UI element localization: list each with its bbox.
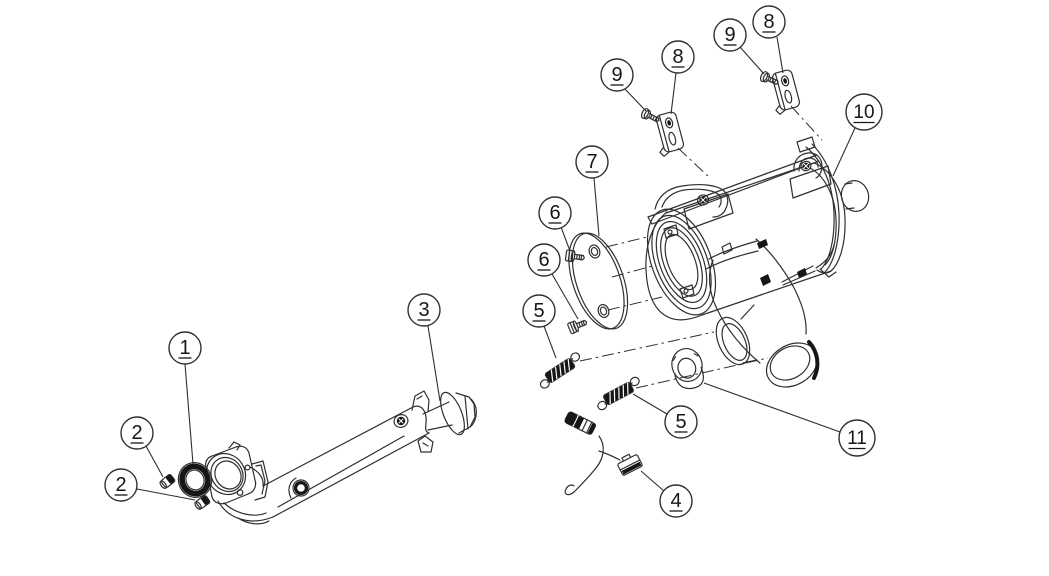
leader-6a	[560, 226, 571, 252]
leader-2a	[145, 445, 164, 478]
svg-text:5: 5	[533, 300, 544, 322]
callout-9b[interactable]: 9	[713, 18, 747, 52]
centerline-clamp-right	[790, 105, 823, 141]
sensor-connector	[617, 453, 643, 476]
plate-screw-lower	[567, 319, 588, 335]
plug-lower	[194, 495, 211, 510]
muffler-body	[645, 162, 870, 321]
inlet-elbow	[705, 238, 835, 388]
leader-9a	[621, 85, 647, 112]
clamp-block-right	[771, 69, 801, 115]
centerline-spring-left	[579, 331, 715, 362]
svg-text:7: 7	[586, 151, 597, 173]
centerline-plate-bottom	[607, 296, 663, 311]
callout-3[interactable]: 3	[407, 293, 441, 327]
side-stub	[715, 316, 751, 366]
clamp-screw-left	[640, 108, 660, 123]
centerline-plate-top	[605, 235, 652, 248]
centerline-spring-right	[635, 357, 769, 389]
oxygen-sensor	[564, 411, 643, 496]
callout-9a[interactable]: 9	[600, 58, 634, 92]
svg-text:8: 8	[763, 11, 774, 33]
pipe-screw	[393, 414, 409, 428]
centerline-plate-mid	[611, 264, 657, 278]
leader-5b	[632, 393, 668, 415]
leader-3	[427, 325, 441, 402]
callout-8a[interactable]: 8	[661, 40, 695, 74]
callout-5b[interactable]: 5	[664, 405, 698, 439]
callout-1[interactable]: 1	[168, 331, 202, 365]
outlet-mouth	[765, 342, 819, 388]
svg-text:11: 11	[847, 428, 867, 449]
leader-5a	[543, 325, 557, 359]
callouts: 1 2 2 3 4 5 5	[104, 5, 883, 518]
leader-11	[703, 382, 841, 433]
leader-10	[832, 127, 856, 177]
retaining-strap	[796, 136, 840, 278]
leader-7	[593, 177, 600, 237]
svg-text:2: 2	[115, 474, 126, 496]
svg-text:5: 5	[675, 411, 686, 433]
callout-6a[interactable]: 6	[538, 196, 572, 230]
svg-text:10: 10	[853, 102, 874, 123]
downpipe-flange	[205, 441, 269, 505]
leader-8b	[776, 36, 784, 74]
plate-screw-upper	[564, 249, 585, 263]
svg-text:6: 6	[538, 249, 549, 271]
svg-text:4: 4	[670, 490, 681, 512]
callout-8b[interactable]: 8	[752, 5, 786, 39]
svg-text:1: 1	[179, 337, 190, 359]
clamp-screw-right	[759, 71, 779, 85]
callout-11[interactable]: 11	[838, 419, 876, 457]
plug-upper	[159, 473, 176, 489]
hanger-bracket-left	[654, 184, 734, 230]
callout-2b[interactable]: 2	[104, 468, 138, 502]
callout-5a[interactable]: 5	[522, 294, 556, 328]
end-boss	[840, 180, 870, 212]
downpipe-pipe	[217, 405, 430, 525]
svg-text:3: 3	[418, 299, 429, 321]
hanger-bracket-right	[789, 152, 832, 199]
svg-text:9: 9	[611, 64, 622, 86]
callout-6b[interactable]: 6	[527, 243, 561, 277]
leader-2b	[136, 488, 196, 501]
leader-8a	[670, 72, 677, 115]
tension-spring-right	[597, 376, 640, 411]
svg-text:8: 8	[672, 46, 683, 68]
oring-gasket	[177, 462, 213, 498]
callout-10[interactable]: 10	[845, 93, 883, 131]
leader-lines	[136, 36, 856, 501]
heat-shield-strip	[647, 154, 820, 225]
clamp-block-left	[655, 111, 685, 157]
sensor-cable-branch	[598, 450, 621, 461]
front-cover-ribs	[646, 208, 717, 316]
svg-text:2: 2	[131, 422, 142, 444]
callout-4[interactable]: 4	[659, 484, 693, 518]
sensor-cable	[564, 435, 604, 496]
gasket-plate	[568, 232, 629, 330]
leader-6b	[551, 273, 579, 320]
bushing-grommet	[671, 347, 704, 390]
svg-text:6: 6	[549, 202, 560, 224]
leader-9b	[739, 46, 765, 75]
callout-7[interactable]: 7	[575, 145, 609, 179]
svg-text:9: 9	[724, 24, 735, 46]
leader-4	[640, 470, 665, 492]
muffler-assembly	[539, 69, 870, 496]
leader-1	[184, 363, 194, 465]
tension-spring-left	[539, 352, 581, 389]
callout-2a[interactable]: 2	[120, 416, 154, 450]
pipe-end-fitting	[411, 390, 477, 453]
centerline-clamp-left	[677, 147, 711, 179]
downpipe-assembly	[159, 390, 477, 525]
